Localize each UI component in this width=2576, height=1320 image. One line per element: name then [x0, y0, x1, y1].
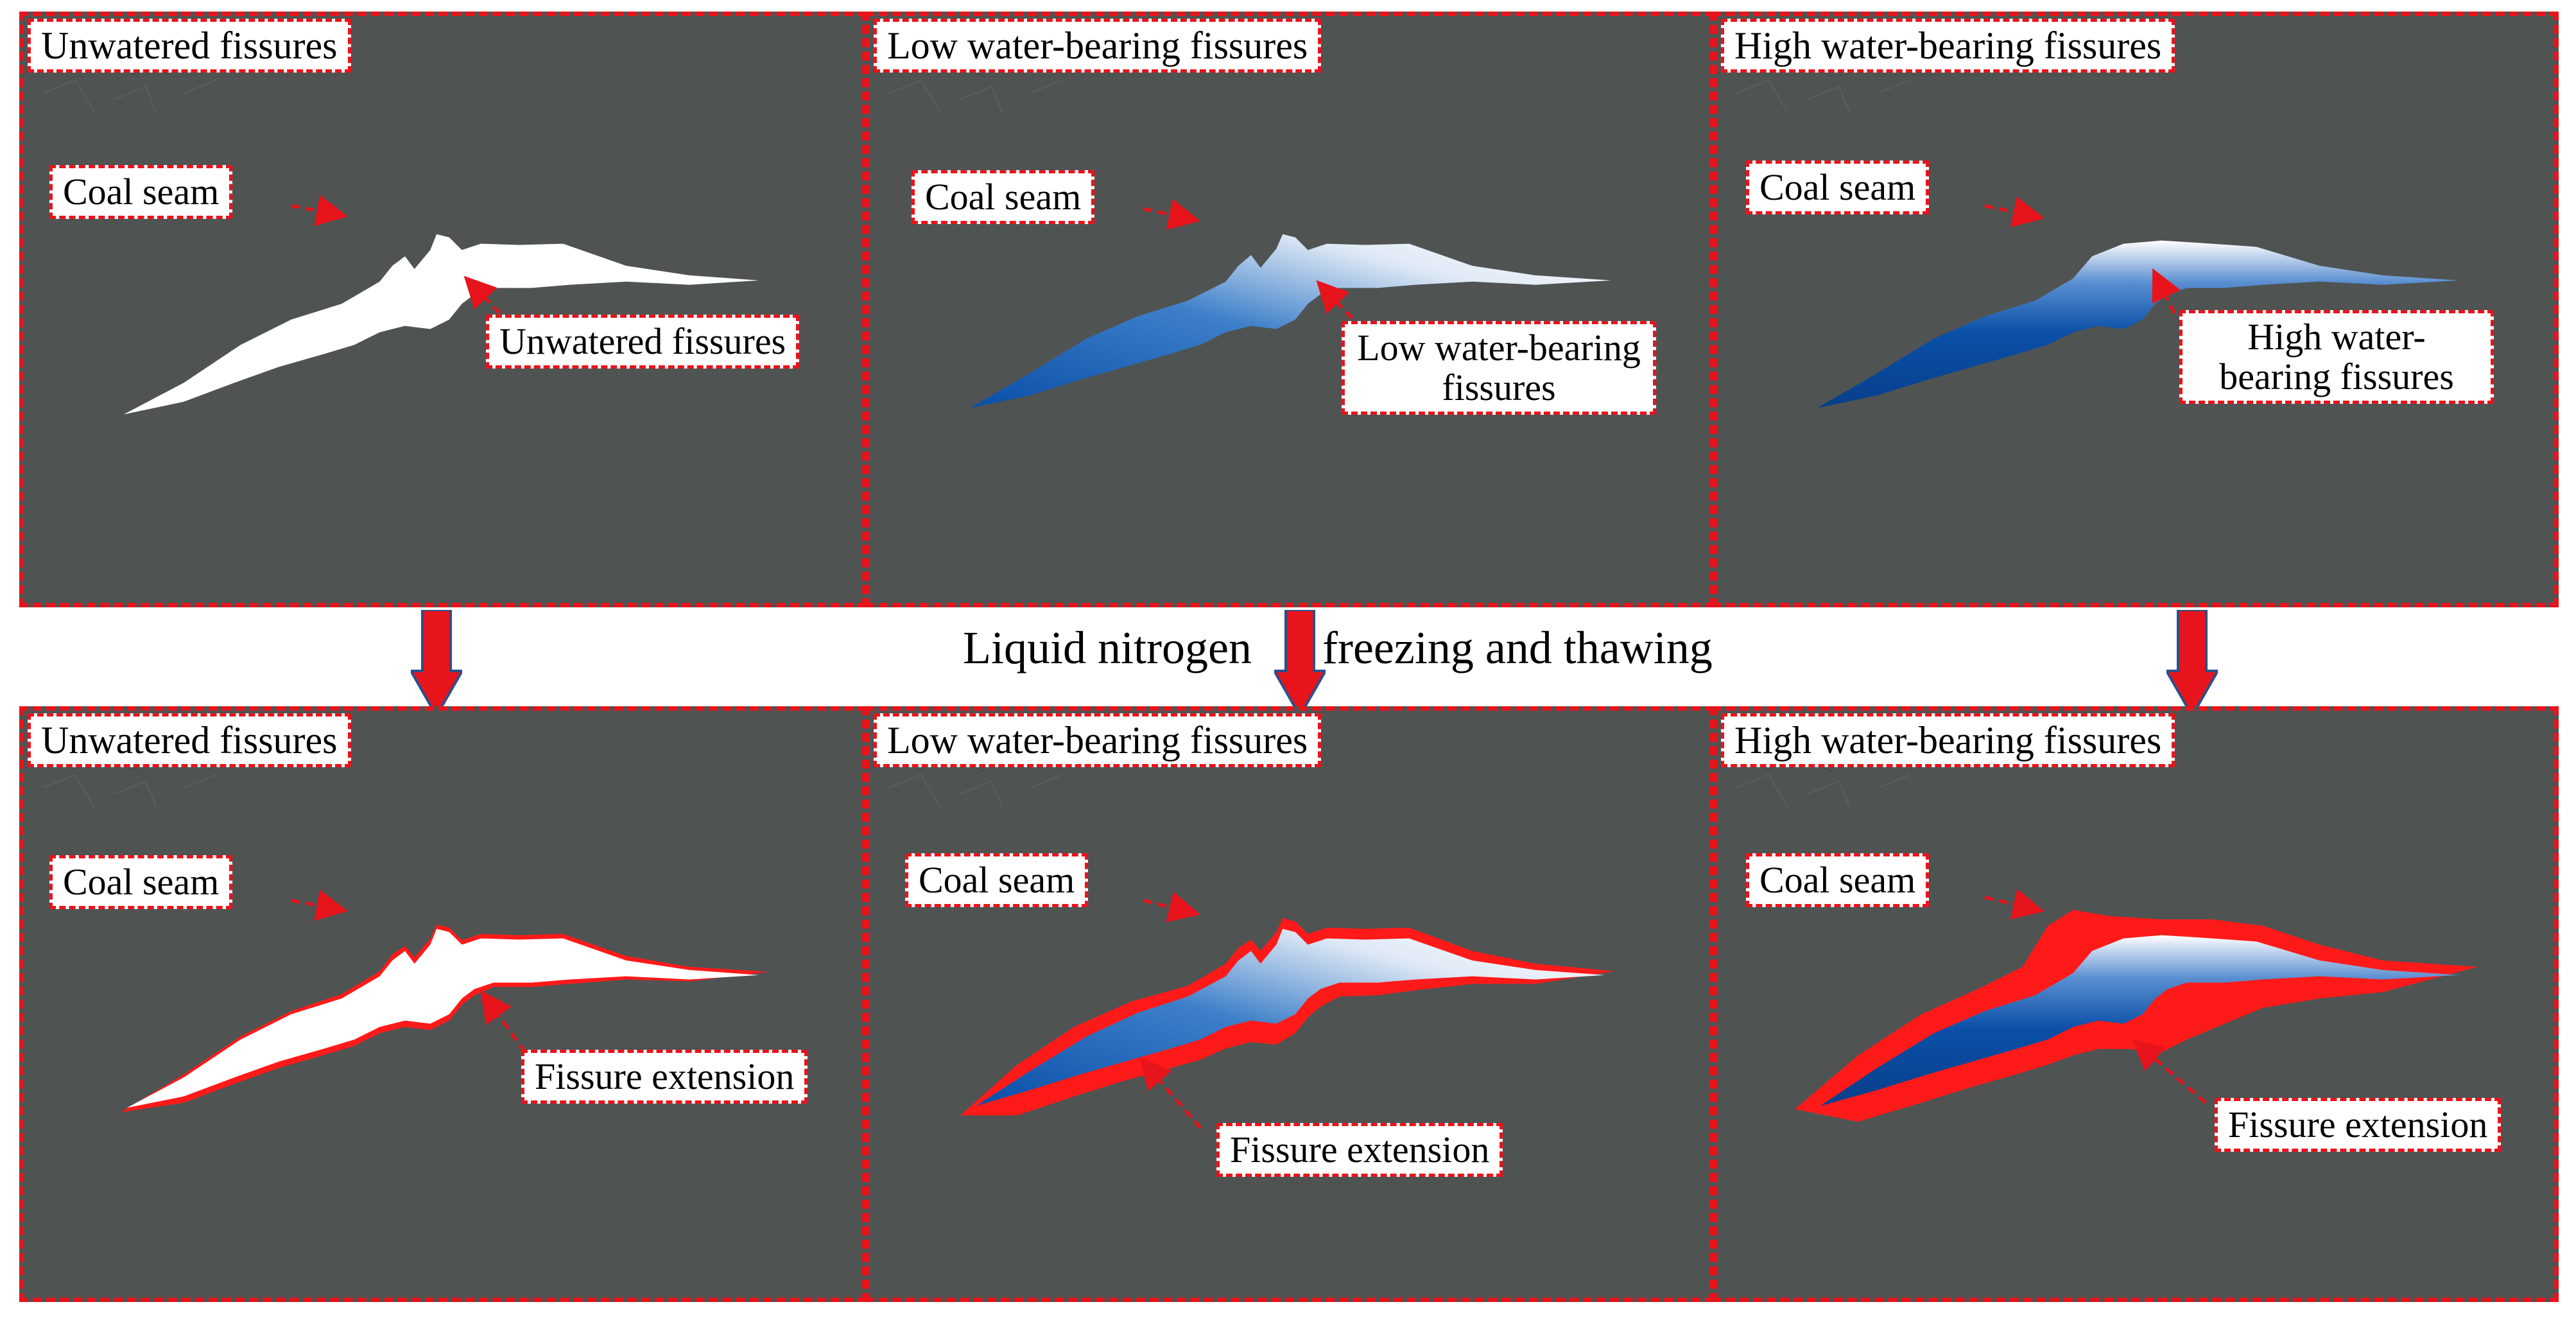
panel-title: Low water-bearing fissures [874, 19, 1322, 73]
panel-bottom-unwatered: Unwatered fissures Coal seam Fissure ext… [19, 706, 867, 1302]
panel-title: High water-bearing fissures [1721, 713, 2175, 767]
panel-bottom-high-water: High water-bearing fissures Coal seam Fi… [1713, 706, 2559, 1302]
fissure-extension-label: Fissure extension [1216, 1123, 1503, 1177]
panel-title: Unwatered fissures [28, 713, 351, 767]
panel-title: Unwatered fissures [28, 19, 351, 73]
coal-seam-label: Coal seam [49, 165, 233, 219]
coal-seam-label: Coal seam [49, 855, 233, 909]
fissure-annotation-label: High water-bearing fissures [2179, 310, 2494, 404]
fissure-annotation-label: Low water-bearing fissures [1342, 321, 1656, 415]
panel-top-unwatered: Unwatered fissures Coal seam Unwatered f… [19, 12, 867, 607]
panel-top-low-water: Low water-bearing fissures Coal seam Low… [865, 12, 1714, 607]
down-arrow-icon [411, 610, 462, 716]
process-label-right: freezing and thawing [1322, 622, 1713, 673]
fissure-extension-label: Fissure extension [521, 1050, 808, 1104]
panel-title: Low water-bearing fissures [874, 713, 1322, 767]
high-water-fissure-graphic [1817, 196, 2459, 408]
process-label-left: Liquid nitrogen [963, 622, 1252, 673]
coal-seam-label: Coal seam [912, 170, 1095, 224]
extended-unwatered-fissure-graphic [120, 889, 769, 1113]
unwatered-fissure-graphic [123, 195, 759, 415]
panel-top-high-water: High water-bearing fissures Coal seam Hi… [1713, 12, 2559, 607]
panel-title: High water-bearing fissures [1721, 19, 2175, 73]
coal-seam-label: Coal seam [1746, 853, 1930, 907]
low-water-fissure-graphic [969, 198, 1612, 408]
fissure-extension-label: Fissure extension [2215, 1098, 2502, 1152]
panel-bottom-low-water: Low water-bearing fissures Coal seam Fis… [865, 706, 1714, 1302]
down-arrow-icon [1274, 610, 1326, 716]
down-arrow-icon [2166, 610, 2218, 716]
coal-seam-label: Coal seam [905, 853, 1089, 907]
coal-seam-label: Coal seam [1746, 161, 1930, 214]
extended-high-water-fissure-graphic [1795, 889, 2478, 1122]
extended-low-water-fissure-graphic [960, 891, 1615, 1129]
fissure-annotation-label: Unwatered fissures [486, 315, 800, 369]
